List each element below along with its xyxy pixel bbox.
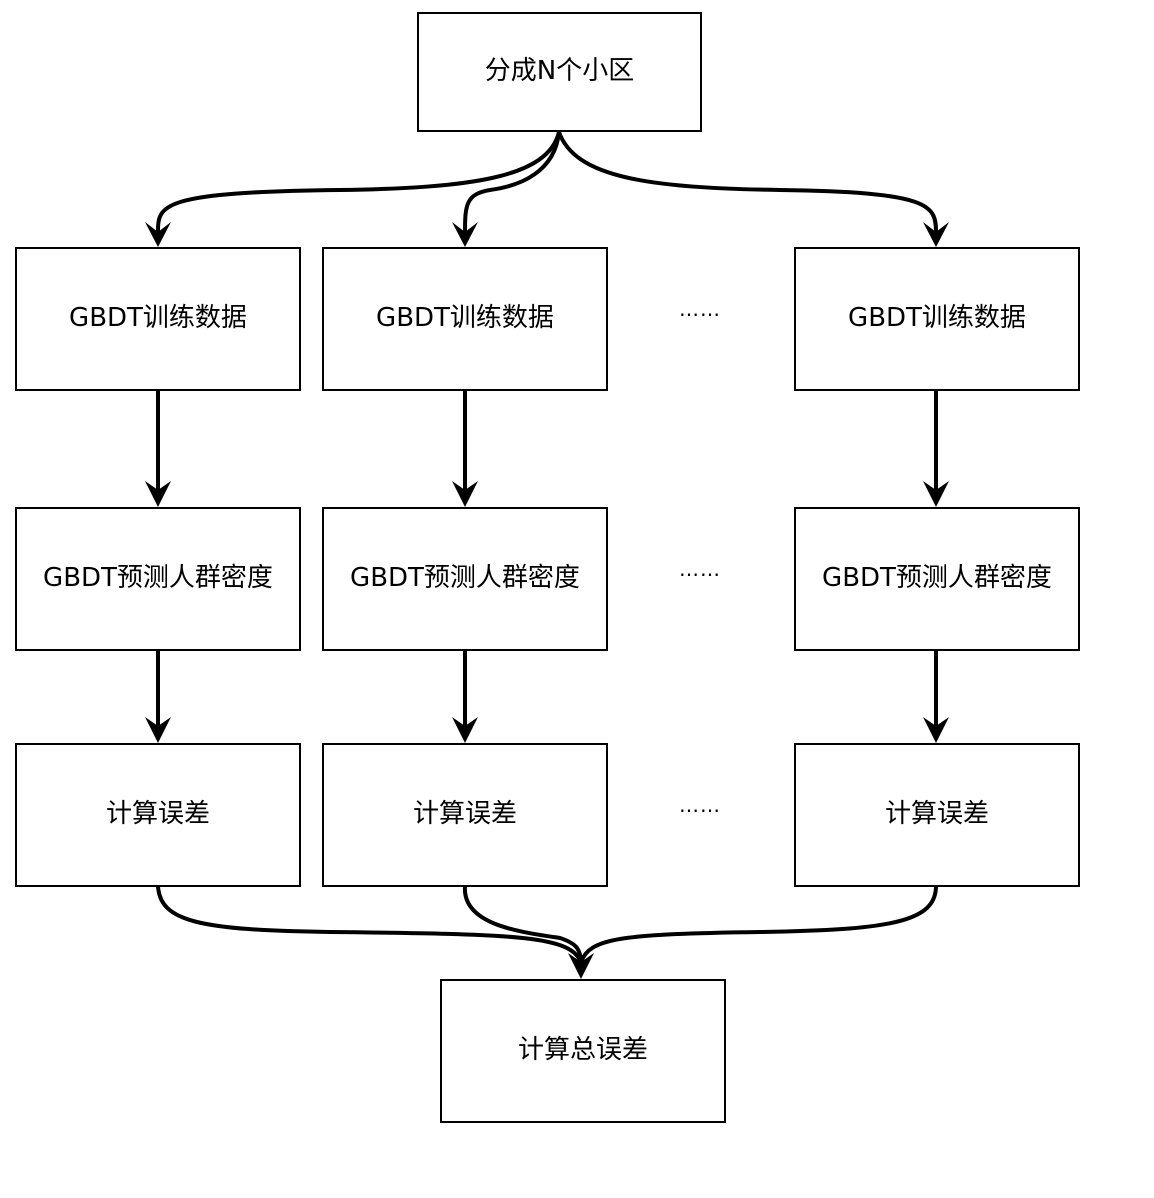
arrowhead-col3-error <box>923 717 949 743</box>
ellipsis-train: …… <box>679 297 721 321</box>
arrowhead-col1-predict <box>145 481 171 507</box>
col1-predict-box: GBDT预测人群密度 <box>15 507 301 651</box>
col2-train-box: GBDT训练数据 <box>322 247 608 391</box>
col3-predict-box: GBDT预测人群密度 <box>794 507 1080 651</box>
arrowhead-col2-predict <box>452 481 478 507</box>
total-error-label: 计算总误差 <box>517 1035 648 1066</box>
arrowhead-col3-train <box>923 222 949 247</box>
col3-error-label: 计算误差 <box>884 799 989 830</box>
arrowhead-col1-error <box>145 717 171 743</box>
col2-train-label: GBDT训练数据 <box>376 303 554 334</box>
col3-train-label: GBDT训练数据 <box>848 303 1026 334</box>
col2-error-box: 计算误差 <box>322 743 608 887</box>
col3-train-box: GBDT训练数据 <box>794 247 1080 391</box>
total-error-box: 计算总误差 <box>440 979 726 1123</box>
arrowhead-col1-train <box>145 222 171 247</box>
arrowhead-total <box>568 953 594 979</box>
col1-train-box: GBDT训练数据 <box>15 247 301 391</box>
arrow-col2-to-total <box>462 885 583 963</box>
col3-error-box: 计算误差 <box>794 743 1080 887</box>
col2-predict-box: GBDT预测人群密度 <box>322 507 608 651</box>
arrow-col1-to-total <box>156 885 583 963</box>
arrow-col3-to-total <box>579 885 938 963</box>
col3-predict-label: GBDT预测人群密度 <box>822 563 1052 594</box>
arrowhead-col3-predict <box>923 481 949 507</box>
arrow-top-to-col3 <box>557 131 938 233</box>
arrow-top-to-col1 <box>156 131 561 233</box>
col1-predict-label: GBDT预测人群密度 <box>43 563 273 594</box>
col1-error-label: 计算误差 <box>105 799 210 830</box>
col2-predict-label: GBDT预测人群密度 <box>350 563 580 594</box>
split-regions-label: 分成N个小区 <box>484 56 635 87</box>
arrowhead-col2-error <box>452 717 478 743</box>
ellipsis-error: …… <box>679 793 721 817</box>
col2-error-label: 计算误差 <box>412 799 517 830</box>
col1-train-label: GBDT训练数据 <box>69 303 247 334</box>
ellipsis-predict: …… <box>679 557 721 581</box>
arrowhead-col2-train <box>452 222 478 247</box>
col1-error-box: 计算误差 <box>15 743 301 887</box>
split-regions-box: 分成N个小区 <box>417 12 702 132</box>
arrow-top-to-col2 <box>463 131 561 233</box>
